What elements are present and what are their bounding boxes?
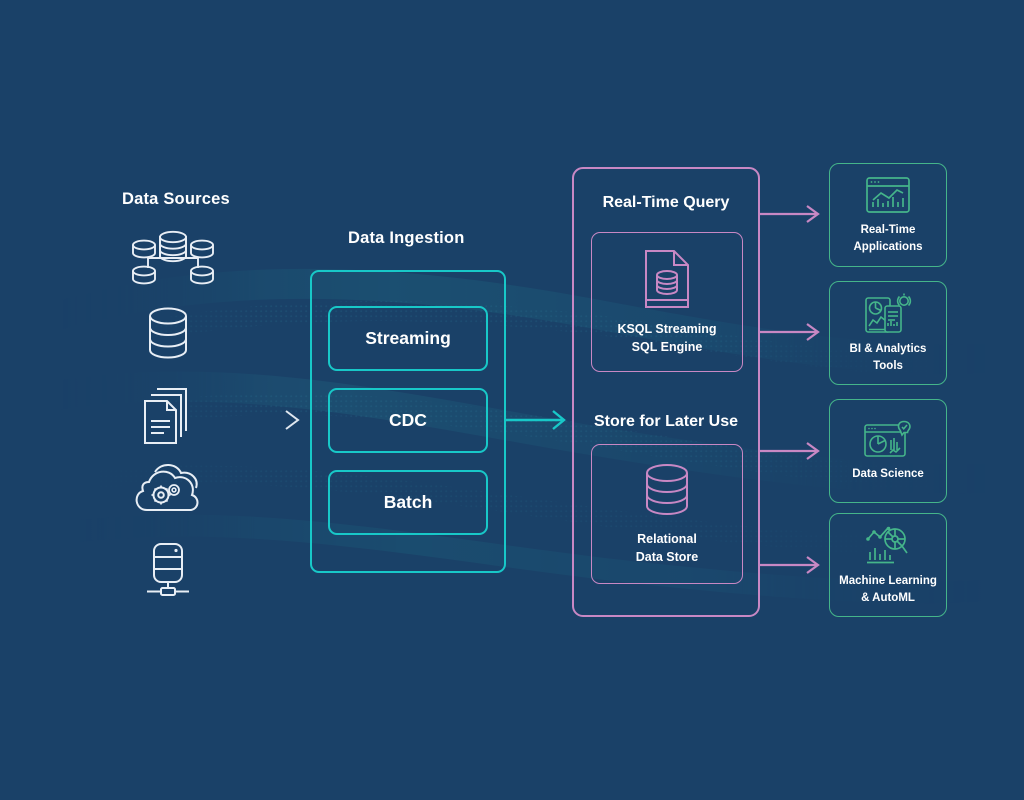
dashboard-chart-icon: [866, 177, 910, 214]
output-label-line2: Tools: [873, 359, 903, 372]
database-cylinder-icon: [149, 307, 187, 359]
browser-pie-insight-icon: [864, 421, 911, 458]
relational-data-store-card[interactable]: Relational Data Store: [591, 444, 743, 584]
cloud-gears-icon: [135, 464, 199, 511]
ingestion-item-batch[interactable]: Batch: [328, 470, 488, 535]
magnifier-model-icon: [866, 526, 908, 564]
data-ingestion-title: Data Ingestion: [348, 229, 465, 247]
server-network-icon: [147, 543, 189, 596]
card-title-line2: SQL Engine: [631, 340, 703, 354]
arrow-group-center-to-outputs: [760, 205, 820, 574]
card-title: KSQL Streaming SQL Engine: [617, 320, 716, 356]
output-label-line1: Machine Learning: [839, 575, 937, 588]
ksql-streaming-sql-engine-card[interactable]: KSQL Streaming SQL Engine: [591, 232, 743, 372]
output-card-label: BI & Analytics Tools: [850, 341, 927, 374]
store-for-later-use-heading: Store for Later Use: [593, 413, 739, 430]
data-sources-title: Data Sources: [122, 190, 230, 208]
processing-panel: [572, 167, 760, 617]
database-cluster-icon: [132, 230, 214, 285]
tablet-phone-analytics-icon: [865, 293, 912, 333]
card-title: Relational Data Store: [636, 530, 699, 566]
output-label-line1: Real-Time: [860, 224, 916, 237]
ingestion-item-label: Batch: [383, 492, 433, 512]
data-ingestion-panel: [310, 270, 506, 573]
output-card-bi-analytics-tools[interactable]: BI & Analytics Tools: [829, 281, 947, 385]
card-title-line1: KSQL Streaming: [617, 321, 717, 336]
output-label-line2: Applications: [853, 240, 923, 253]
output-card-label: Data Science: [852, 466, 924, 482]
ingestion-item-streaming[interactable]: Streaming: [328, 306, 488, 371]
output-card-label: Real-Time Applications: [853, 222, 922, 255]
output-label-line2: & AutoML: [861, 591, 915, 604]
output-card-label: Machine Learning & AutoML: [839, 573, 937, 606]
database-cylinder-icon: [646, 463, 688, 515]
arrow-ingestion-to-center: [506, 410, 566, 430]
output-label-line1: Data Science: [852, 468, 924, 481]
ingestion-item-label: CDC: [389, 410, 427, 430]
document-stack-icon: [144, 388, 187, 444]
real-time-query-heading: Real-Time Query: [602, 194, 730, 211]
output-card-data-science[interactable]: Data Science: [829, 399, 947, 503]
card-title-line1: Relational: [637, 531, 697, 546]
output-card-real-time-applications[interactable]: Real-Time Applications: [829, 163, 947, 267]
output-card-machine-learning-automl[interactable]: Machine Learning & AutoML: [829, 513, 947, 617]
document-database-icon: [645, 249, 689, 308]
output-label-line1: BI & Analytics: [849, 343, 927, 356]
arrow-sources-to-ingestion: [194, 410, 300, 430]
card-title-line2: Data Store: [635, 550, 699, 564]
ingestion-item-label: Streaming: [365, 328, 451, 348]
ingestion-item-cdc[interactable]: CDC: [328, 388, 488, 453]
